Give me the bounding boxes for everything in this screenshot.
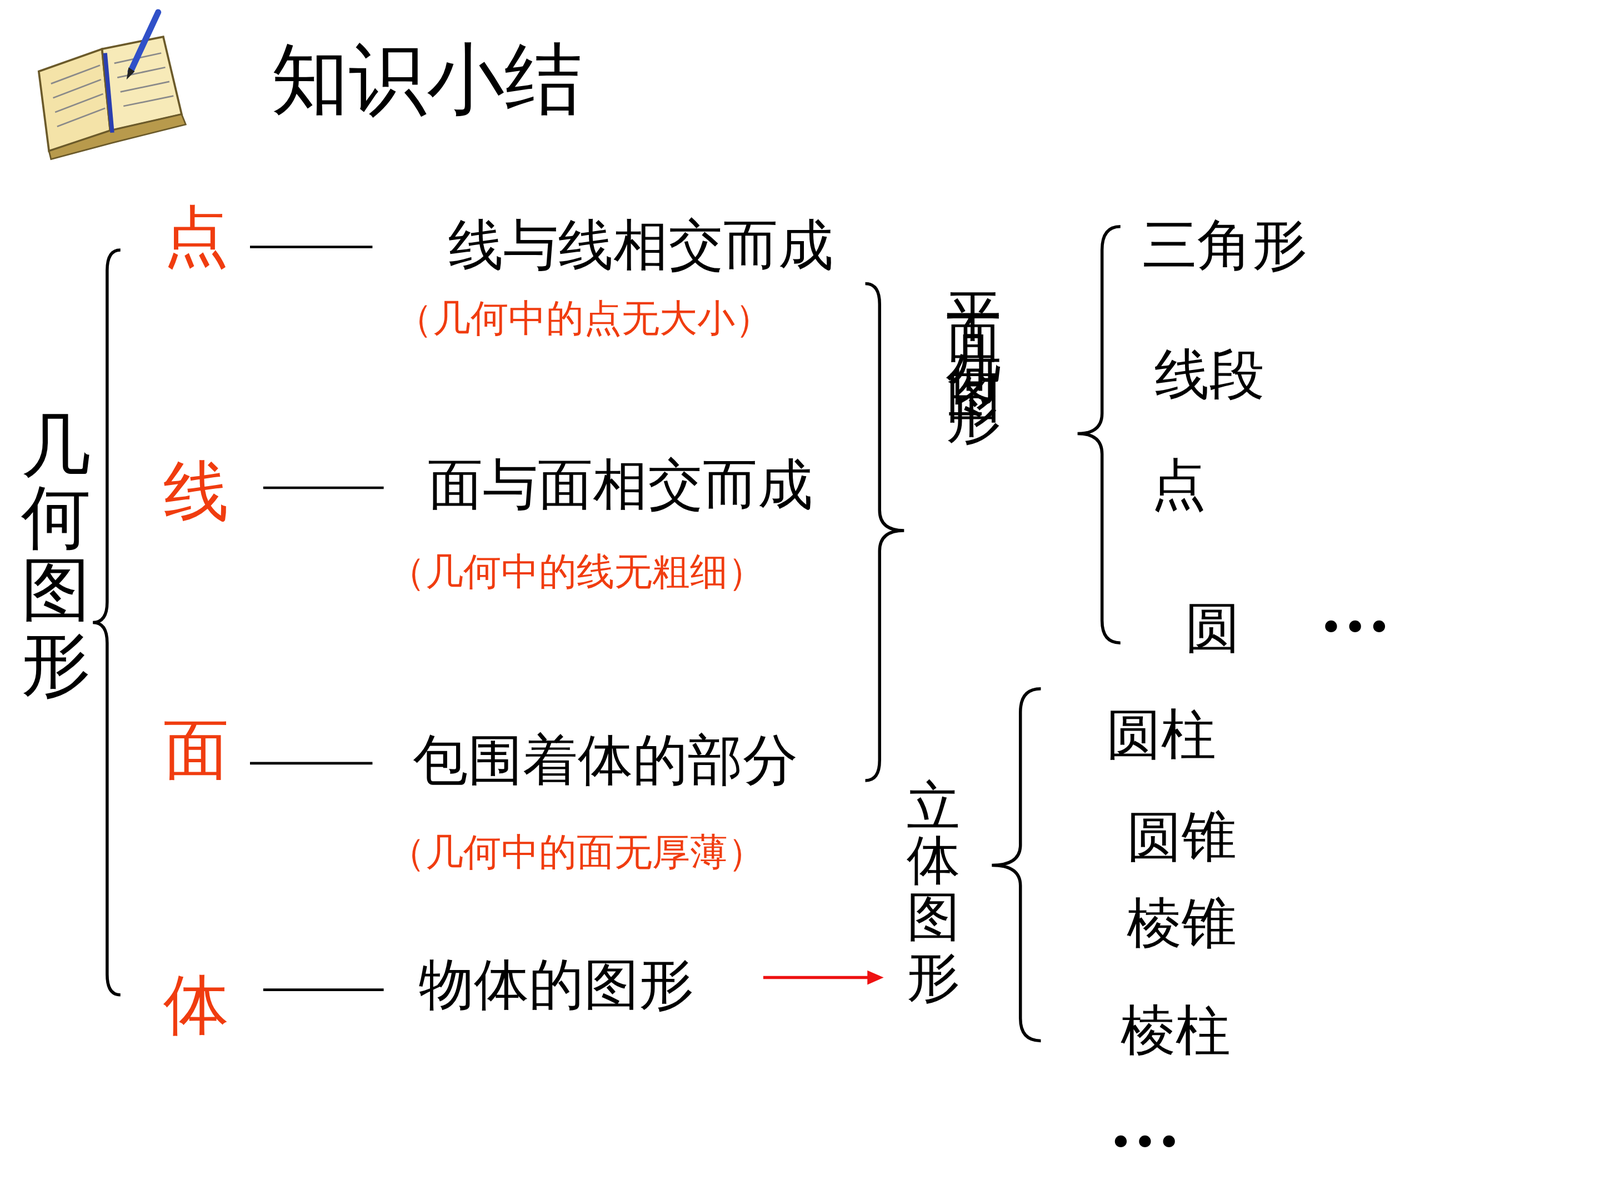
term-label: 线 bbox=[163, 459, 229, 525]
ellipsis-mark: ••• bbox=[1108, 1122, 1182, 1163]
slide-title: 知识小结 bbox=[271, 40, 583, 119]
example-label: 圆柱 bbox=[1106, 707, 1217, 763]
example-label: 圆 bbox=[1185, 600, 1240, 655]
vertical-heading: 几何图形 bbox=[21, 358, 92, 653]
ellipsis-mark: ••• bbox=[1318, 607, 1392, 648]
note-text: （几何中的点无大小） bbox=[395, 299, 773, 338]
bracket bbox=[92, 226, 1121, 1042]
book-icon bbox=[38, 12, 186, 159]
example-label: 点 bbox=[1151, 457, 1207, 513]
definition-text: 线与线相交而成 bbox=[448, 217, 834, 273]
dash-line bbox=[250, 246, 384, 990]
definition-text: 面与面相交而成 bbox=[427, 457, 813, 513]
term-label: 点 bbox=[163, 203, 229, 270]
red-arrow bbox=[763, 970, 884, 985]
term-label: 面 bbox=[163, 717, 229, 783]
note-text: （几何中的线无粗细） bbox=[387, 552, 766, 591]
category-heading: 立体图形 bbox=[907, 733, 961, 971]
example-label: 棱锥 bbox=[1126, 896, 1237, 952]
example-label: 线段 bbox=[1154, 346, 1265, 402]
note-text: （几何中的面无厚薄） bbox=[387, 833, 766, 872]
category-heading: 平面几何图形 bbox=[946, 250, 1002, 370]
definition-text: 物体的图形 bbox=[418, 957, 694, 1013]
example-label: 圆锥 bbox=[1126, 809, 1237, 865]
definition-text: 包围着体的部分 bbox=[412, 732, 798, 788]
example-label: 三角形 bbox=[1142, 217, 1308, 273]
term-label: 体 bbox=[163, 972, 229, 1038]
example-label: 棱柱 bbox=[1120, 1003, 1231, 1059]
